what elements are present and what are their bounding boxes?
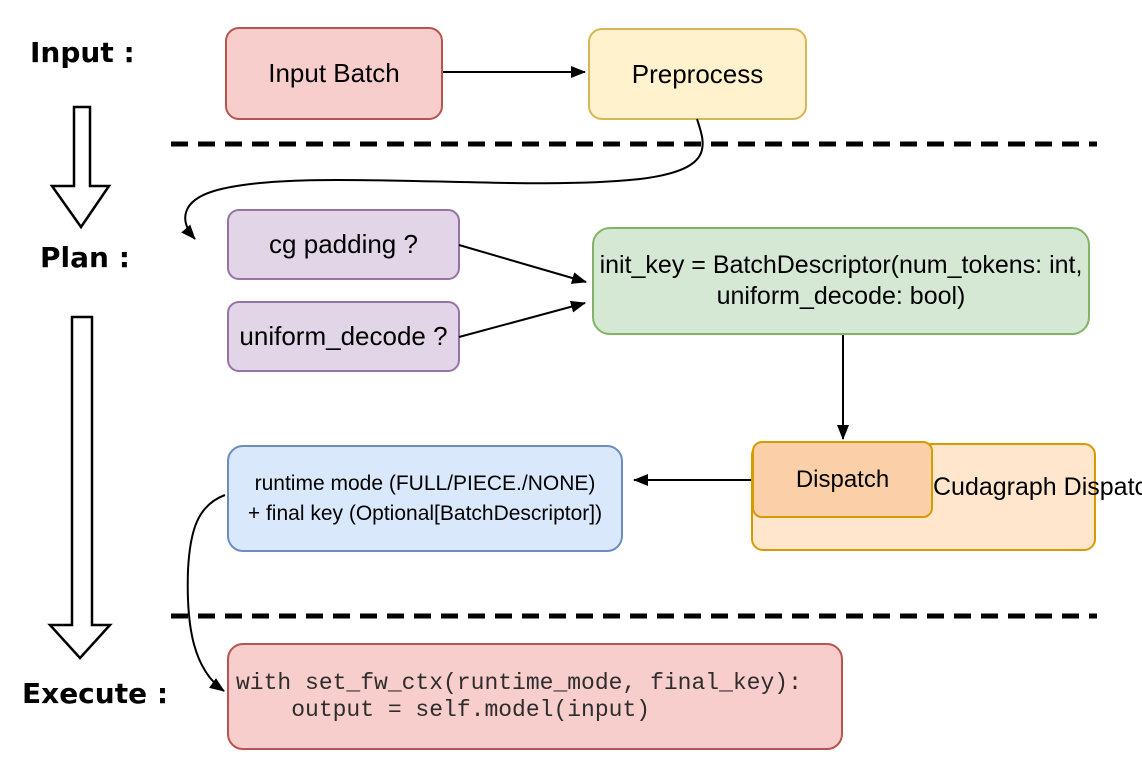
node-uniform-decode-label: uniform_decode ? xyxy=(239,321,448,351)
execute-code-line2: output = self.model(input) xyxy=(236,696,651,723)
input-stage-down-arrow-icon xyxy=(49,105,112,230)
node-execute-code: with set_fw_ctx(runtime_mode, final_key)… xyxy=(227,643,843,750)
cudagraph-dispatcher-label: Cudagraph Dispatcher xyxy=(933,471,1142,503)
node-uniform-decode: uniform_decode ? xyxy=(227,301,460,372)
node-input-batch: Input Batch xyxy=(225,27,443,120)
node-dispatch-label: Dispatch xyxy=(795,465,890,493)
node-init-key-line1: init_key = BatchDescriptor(num_tokens: i… xyxy=(599,251,1083,279)
stage-label-execute: Execute : xyxy=(22,677,169,710)
plan-stage-down-arrow-icon xyxy=(47,315,113,660)
node-runtime-mode: runtime mode (FULL/PIECE./NONE) + final … xyxy=(227,445,623,552)
node-init-key-line2: uniform_decode: bool) xyxy=(716,282,966,310)
cudagraph-dispatcher-line1: Cudagraph xyxy=(933,473,1057,501)
arrow-uniform-decode-to-init-key xyxy=(458,300,586,338)
cudagraph-dispatcher-line2: Dispatcher xyxy=(1063,473,1142,501)
node-cg-padding-label: cg padding ? xyxy=(269,229,418,259)
node-init-key: init_key = BatchDescriptor(num_tokens: i… xyxy=(592,227,1090,335)
stage-label-plan: Plan : xyxy=(40,241,130,274)
node-cg-padding: cg padding ? xyxy=(227,209,460,280)
node-runtime-mode-line2: + final key (Optional[BatchDescriptor]) xyxy=(247,501,603,525)
node-preprocess-label: Preprocess xyxy=(631,58,764,89)
node-preprocess: Preprocess xyxy=(588,28,807,120)
arrow-cg-padding-to-init-key xyxy=(458,244,587,284)
node-input-batch-label: Input Batch xyxy=(268,58,400,88)
node-dispatch: Dispatch xyxy=(752,441,933,518)
stage-label-input: Input : xyxy=(30,36,135,69)
execute-code-line1: with set_fw_ctx(runtime_mode, final_key)… xyxy=(236,669,802,696)
node-runtime-mode-line1: runtime mode (FULL/PIECE./NONE) xyxy=(254,471,596,495)
curve-runtime-mode-to-execute-code xyxy=(186,494,226,692)
